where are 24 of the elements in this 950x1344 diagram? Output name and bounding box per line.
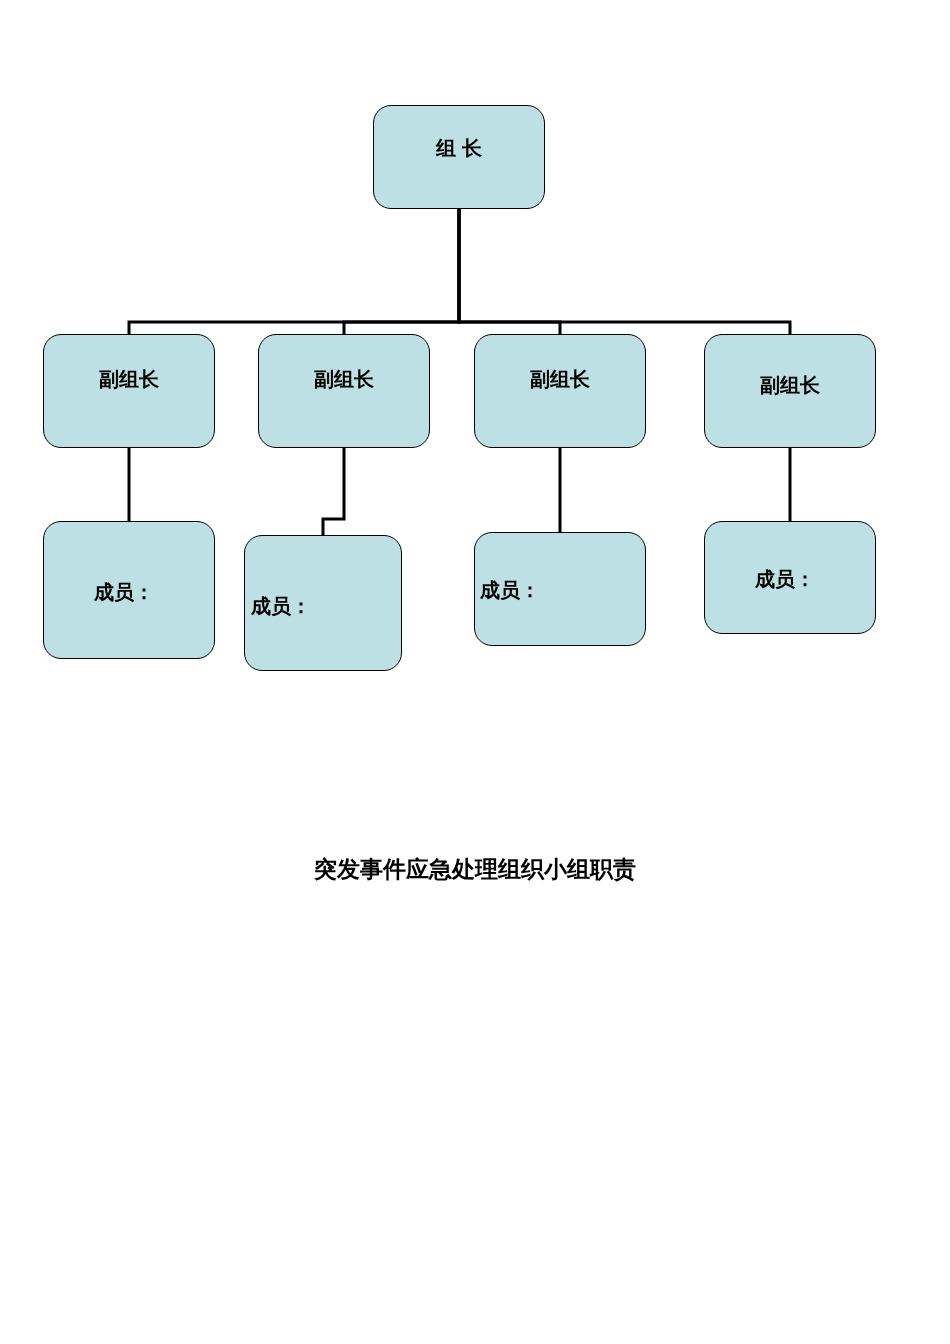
leader-box: [373, 105, 545, 209]
connector-line: [127, 448, 131, 521]
role-label: 副组长: [313, 367, 375, 391]
role-label: 成员：: [480, 578, 540, 602]
role-box: [43, 334, 215, 448]
role-box: [244, 535, 402, 671]
role-box: [258, 334, 430, 448]
diagram-caption: 突发事件应急处理组织小组职责: [313, 855, 637, 884]
role-box: [704, 521, 876, 634]
role-label: 副组长: [759, 373, 821, 397]
role-box: [704, 334, 876, 448]
role-box: [474, 532, 646, 646]
connector-line: [321, 448, 346, 535]
role-label: 成员：: [755, 567, 815, 591]
role-label: 成员：: [94, 580, 154, 604]
role-box: [474, 334, 646, 448]
connector-line: [558, 448, 562, 532]
connector-line: [788, 448, 792, 521]
role-label: 副组长: [529, 367, 591, 391]
connector-line: [457, 209, 792, 334]
role-label: 组 长: [434, 136, 484, 160]
role-label: 成员：: [251, 594, 311, 618]
role-label: 副组长: [98, 367, 160, 391]
role-box: [43, 521, 215, 659]
